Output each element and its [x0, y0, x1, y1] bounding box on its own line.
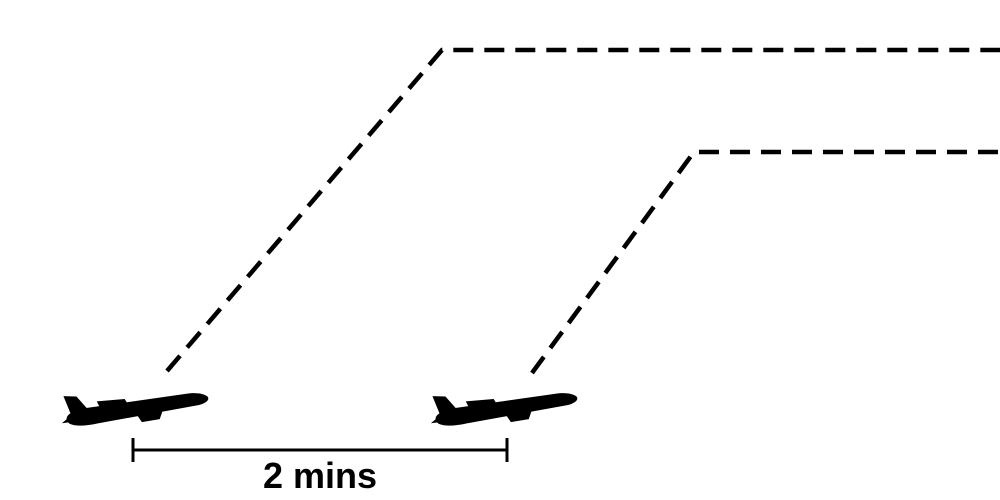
airplane-icon [429, 388, 579, 427]
separation-label: 2 mins [263, 455, 377, 496]
airplane-icon [60, 388, 210, 427]
trailing-aircraft-climb-track [530, 149, 1000, 375]
lead-aircraft-climb-track [165, 47, 1000, 373]
separation-scale-bar [131, 438, 509, 462]
